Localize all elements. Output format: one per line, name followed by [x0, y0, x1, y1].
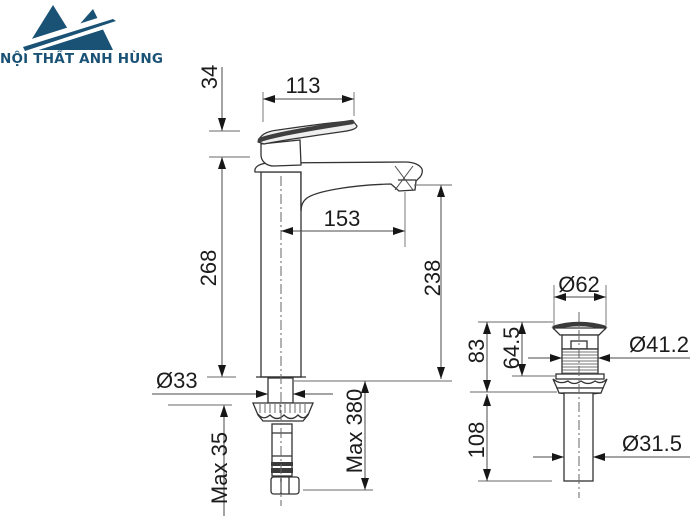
faucet-dimensions: 34 113 153 268 238 Ø33	[152, 65, 452, 516]
dim-label-o33: Ø33	[156, 368, 198, 393]
dim-label-108: 108	[464, 422, 489, 459]
dim-label-o62: Ø62	[558, 272, 600, 297]
faucet-body	[252, 119, 423, 506]
dim-label-113: 113	[285, 73, 320, 98]
aerator-outlet-mark	[394, 165, 414, 191]
dim-label-238: 238	[420, 260, 445, 297]
brand-logo-icon	[22, 5, 116, 54]
dim-label-83: 83	[464, 339, 489, 363]
dim-label-o31-5: Ø31.5	[622, 431, 682, 456]
thread-lines	[562, 351, 598, 374]
dim-label-268: 268	[196, 250, 221, 287]
dim-label-64-5: 64.5	[499, 327, 524, 370]
flange-hatch	[259, 404, 306, 413]
dim-label-o41-2: Ø41.2	[629, 332, 689, 357]
drain-dimensions: Ø62 83 64.5 Ø41.2 108 Ø31.5	[464, 272, 690, 482]
dim-label-153: 153	[324, 206, 361, 231]
drain-body	[551, 312, 608, 498]
dim-label-max380: Max 380	[342, 389, 367, 473]
dim-label-34: 34	[197, 65, 222, 89]
brand-name: NỘI THẤT ANH HÙNG	[0, 51, 164, 67]
dim-label-max35: Max 35	[207, 432, 232, 504]
